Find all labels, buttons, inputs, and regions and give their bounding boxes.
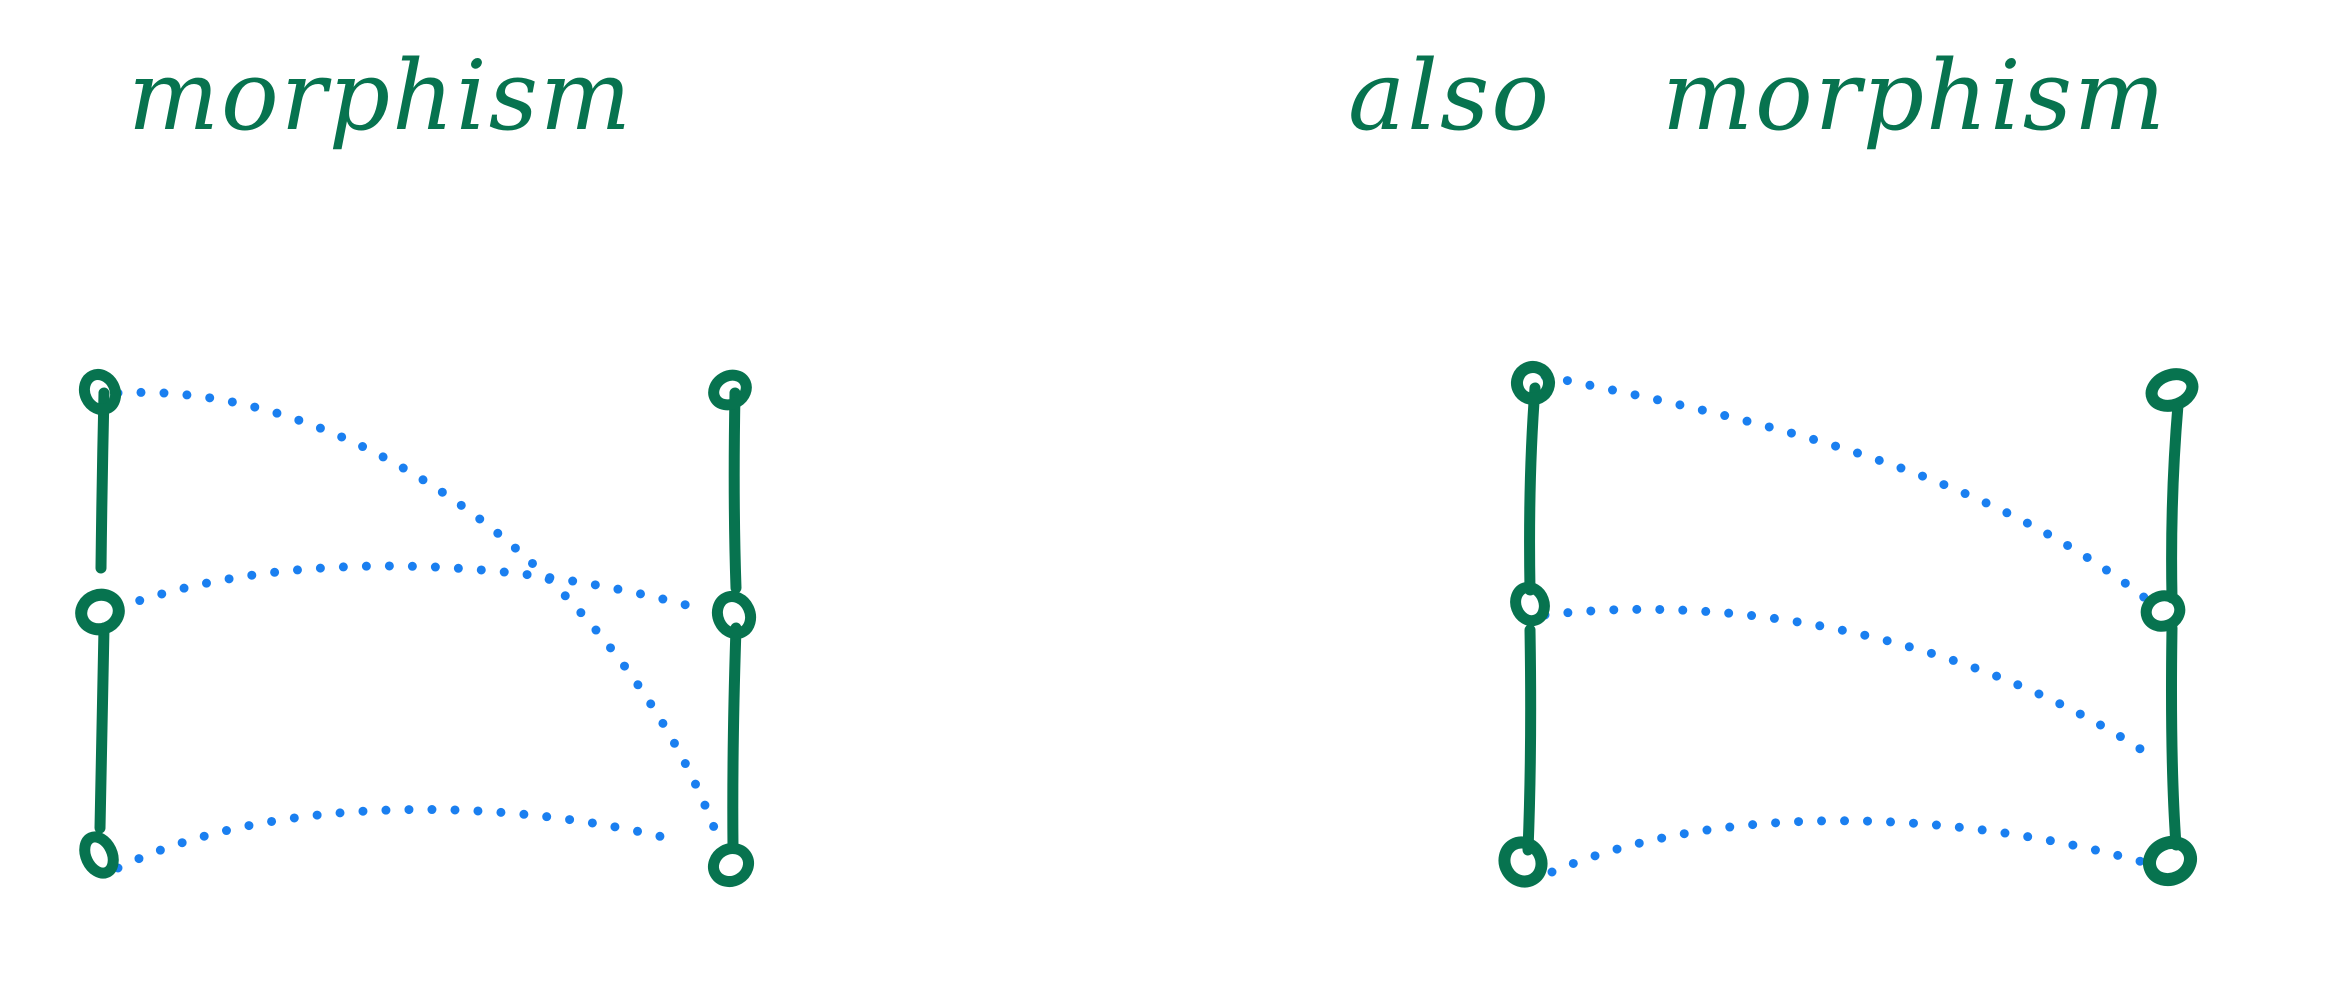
right-target-edge-lower: [2166, 622, 2182, 851]
right-map-top-to-middle: [1540, 371, 2165, 615]
left-target-node-middle: [711, 591, 757, 639]
right-map-bottom-to-bottom: [1547, 816, 2155, 877]
right-title-morphism: morphism: [1662, 40, 2167, 152]
right-source-edge-upper: [1524, 382, 1541, 596]
right-target-edge-upper: [2166, 399, 2184, 604]
right-title-also: also: [1348, 40, 1551, 152]
right-source-node-top: [1511, 361, 1555, 405]
left-source-edge-lower: [94, 622, 110, 834]
left-diagram: [75, 368, 757, 888]
left-source-edge-upper: [95, 387, 110, 574]
left-source-node-top: [78, 368, 122, 416]
left-target-node-top: [708, 369, 752, 411]
right-source-node-middle: [1510, 581, 1550, 627]
right-target-node-top: [2145, 368, 2199, 412]
right-target-node-middle: [2140, 590, 2186, 632]
left-map-middle-to-middle: [113, 561, 695, 613]
left-target-node-bottom: [707, 842, 755, 888]
left-title: morphism: [128, 40, 633, 152]
left-source-node-bottom: [79, 831, 119, 879]
left-map-top-to-bottom: [113, 387, 720, 835]
left-map-bottom-to-bottom: [113, 805, 680, 873]
right-map-middle-to-middle: [1540, 604, 2150, 757]
left-target-edge-lower: [727, 622, 742, 854]
left-source-node-middle: [75, 588, 125, 636]
right-diagram: [1498, 361, 2199, 888]
right-target-node-bottom: [2143, 835, 2197, 887]
left-target-edge-upper: [728, 387, 742, 594]
right-source-node-bottom: [1498, 836, 1548, 888]
right-source-edge-lower: [1522, 624, 1537, 856]
